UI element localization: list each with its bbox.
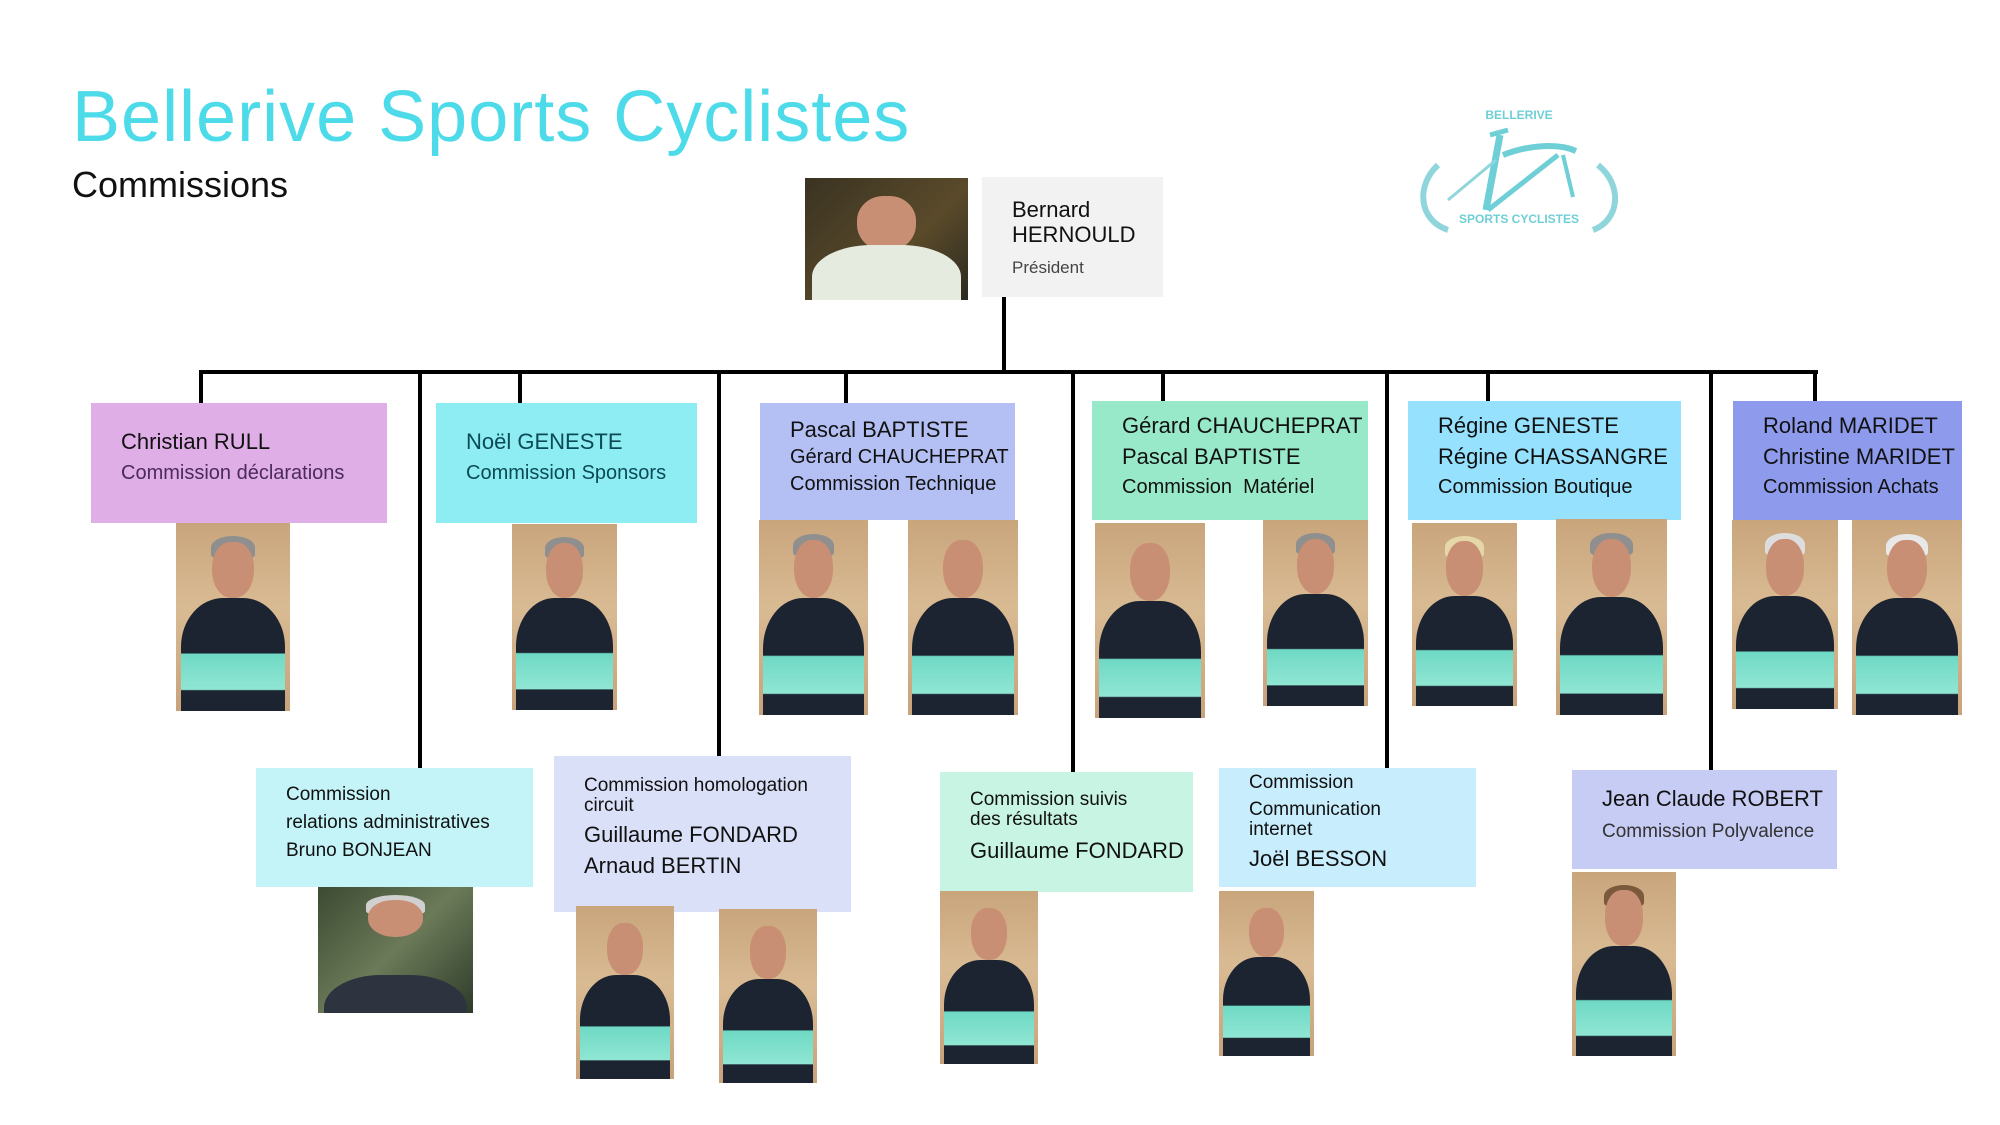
member-name: Gérard CHAUCHEPRAT: [790, 446, 1009, 469]
connector: [518, 370, 522, 404]
connector: [1002, 297, 1006, 374]
commission-name: Commission Matériel: [1122, 475, 1315, 498]
member-name: Guillaume FONDARD: [584, 821, 798, 847]
member-photo: [1095, 523, 1205, 718]
commission-declarations-box: Christian RULL Commission déclarations: [91, 403, 387, 523]
commission-name: Commission: [286, 784, 391, 805]
member-name: Noël GENESTE: [466, 429, 623, 454]
member-photo: [576, 906, 674, 1079]
page-subtitle: Commissions: [72, 164, 289, 205]
connector: [1071, 370, 1075, 773]
connector: [1385, 370, 1389, 769]
member-name: Bruno BONJEAN: [286, 839, 432, 861]
connector: [1709, 370, 1713, 771]
member-name: Pascal BAPTISTE: [790, 417, 969, 442]
member-photo: [908, 520, 1018, 715]
connector: [418, 370, 422, 769]
commission-materiel-box: Gérard CHAUCHEPRAT Pascal BAPTISTE Commi…: [1092, 401, 1368, 520]
member-name: Roland MARIDET: [1763, 413, 1938, 438]
commission-name: Commission suivis des résultats: [970, 789, 1128, 830]
commission-boutique-box: Régine GENESTE Régine CHASSANGRE Commiss…: [1408, 401, 1681, 520]
connector: [1813, 370, 1817, 402]
member-name: Joël BESSON: [1249, 845, 1388, 871]
member-photo: [1263, 520, 1368, 706]
commission-name: Commission Achats: [1763, 475, 1939, 498]
member-name: Régine CHASSANGRE: [1438, 444, 1668, 470]
member-photo: [1556, 519, 1667, 715]
commission-achats-box: Roland MARIDET Christine MARIDET Commiss…: [1733, 401, 1962, 520]
president-role: Président: [1012, 257, 1084, 277]
member-name: Régine GENESTE: [1438, 413, 1619, 438]
member-name: Christian RULL: [121, 429, 271, 454]
commission-name: Commission Sponsors: [466, 462, 667, 485]
connector: [844, 370, 848, 404]
member-photo: [512, 524, 617, 710]
commission-name: Commission: [1249, 772, 1354, 793]
commission-sponsors-box: Noël GENESTE Commission Sponsors: [436, 403, 697, 523]
commission-resultats-box: Commission suivis des résultats Guillaum…: [940, 772, 1193, 892]
commission-name: Commission déclarations: [121, 462, 345, 485]
commission-name: relations administratives: [286, 811, 490, 833]
member-photo: [1572, 872, 1676, 1056]
member-photo: [1412, 523, 1517, 706]
commission-technique-box: Pascal BAPTISTE Gérard CHAUCHEPRAT Commi…: [760, 403, 1015, 520]
bicycle-logo-icon: BELLERIVE SPORTS CYCLISTES: [1420, 108, 1618, 233]
member-photo: [318, 887, 473, 1013]
commission-communication-box: Commission Communication internet Joël B…: [1219, 768, 1476, 887]
member-photo: [940, 891, 1038, 1064]
connector: [199, 370, 203, 404]
member-photo: [1852, 520, 1962, 715]
member-name: Christine MARIDET: [1763, 444, 1955, 470]
member-name: Pascal BAPTISTE: [1122, 444, 1301, 470]
svg-text:BELLERIVE: BELLERIVE: [1485, 108, 1552, 122]
club-logo: BELLERIVE SPORTS CYCLISTES: [1408, 105, 1630, 240]
president-last-name: HERNOULD: [1012, 222, 1136, 248]
connector: [199, 370, 1818, 374]
member-name: Guillaume FONDARD: [970, 837, 1184, 863]
member-name: Arnaud BERTIN: [584, 853, 742, 879]
member-name: Jean Claude ROBERT: [1602, 786, 1823, 811]
connector: [1161, 370, 1165, 402]
commission-name: Commission Polyvalence: [1602, 821, 1815, 843]
member-photo: [759, 520, 868, 715]
member-photo: [176, 523, 290, 711]
president-box: Bernard HERNOULD Président: [982, 177, 1163, 297]
page-title: Bellerive Sports Cyclistes: [72, 77, 911, 157]
commission-polyvalence-box: Jean Claude ROBERT Commission Polyvalenc…: [1572, 770, 1837, 869]
commission-name: Commission homologation circuit: [584, 775, 808, 816]
commission-name: Communication internet: [1249, 798, 1381, 840]
commission-name: Commission Boutique: [1438, 475, 1633, 498]
member-name: Gérard CHAUCHEPRAT: [1122, 413, 1363, 438]
connector: [1486, 370, 1490, 402]
president-photo: [805, 178, 968, 300]
member-photo: [1732, 520, 1838, 709]
commission-name: Commission Technique: [790, 473, 997, 496]
president-first-name: Bernard: [1012, 197, 1091, 222]
commission-relations-box: Commission relations administratives Bru…: [256, 768, 533, 887]
member-photo: [719, 909, 817, 1083]
member-photo: [1219, 891, 1314, 1056]
svg-text:SPORTS CYCLISTES: SPORTS CYCLISTES: [1459, 212, 1579, 226]
commission-homologation-box: Commission homologation circuit Guillaum…: [554, 756, 851, 912]
connector: [717, 370, 721, 757]
